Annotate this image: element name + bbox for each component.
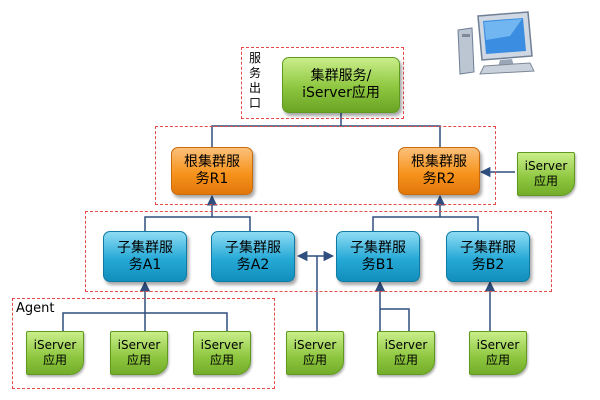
connector-iservers-to-b1 <box>380 282 410 331</box>
child-node-a2-label: 子集群服 务A2 <box>225 239 281 273</box>
child-node-a2: 子集群服 务A2 <box>211 231 295 282</box>
iserver-doc-b2: iServer 应用 <box>469 331 527 375</box>
child-node-b1-label: 子集群服 务B1 <box>350 239 406 273</box>
iserver-doc-r2: iServer 应用 <box>517 152 575 196</box>
child-cluster-group <box>85 211 552 292</box>
connector-b-bracket <box>372 216 479 231</box>
iserver-doc-b1: iServer 应用 <box>377 331 435 375</box>
root-node-r1: 根集群服 务R1 <box>171 147 253 195</box>
child-node-b1: 子集群服 务B1 <box>336 231 420 282</box>
service-exit-label: 服务出口 <box>248 51 261 110</box>
child-node-a1-label: 子集群服 务A1 <box>117 239 173 273</box>
iserver-doc-label: iServer 应用 <box>384 338 428 367</box>
iserver-doc-label: iServer 应用 <box>117 338 161 367</box>
iserver-doc-agent-2: iServer 应用 <box>110 331 168 375</box>
iserver-doc-label: iServer 应用 <box>293 338 337 367</box>
cluster-service-node-label: 集群服务/ iServer应用 <box>302 68 380 101</box>
root-node-r1-label: 根集群服 务R1 <box>184 154 240 187</box>
root-cluster-group <box>155 126 496 205</box>
iserver-doc-agent-1: iServer 应用 <box>26 331 84 375</box>
connector-agent-bracket <box>62 302 228 331</box>
child-node-b2-label: 子集群服 务B2 <box>460 239 516 273</box>
computer-icon <box>457 11 535 75</box>
service-exit-group <box>241 47 404 119</box>
iserver-doc-label: iServer 应用 <box>33 338 77 367</box>
iserver-doc-middle: iServer 应用 <box>286 331 344 375</box>
cluster-service-node: 集群服务/ iServer应用 <box>282 57 400 113</box>
child-node-a1: 子集群服 务A1 <box>103 231 187 282</box>
iserver-doc-label: iServer 应用 <box>524 159 568 188</box>
iserver-doc-label: iServer 应用 <box>476 338 520 367</box>
iserver-doc-agent-3: iServer 应用 <box>193 331 251 375</box>
root-node-r2: 根集群服 务R2 <box>398 147 480 195</box>
connector-a-bracket <box>144 216 251 231</box>
child-node-b2: 子集群服 务B2 <box>446 231 530 282</box>
agent-label: Agent <box>16 301 55 316</box>
agent-group <box>12 298 275 389</box>
root-node-r2-label: 根集群服 务R2 <box>411 154 467 187</box>
iserver-doc-label: iServer 应用 <box>200 338 244 367</box>
